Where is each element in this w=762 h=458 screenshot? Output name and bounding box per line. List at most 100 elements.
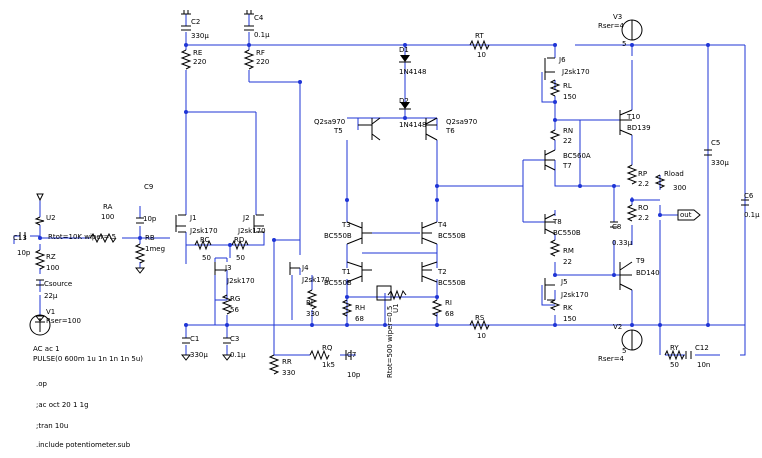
rp-name: RP (638, 170, 647, 178)
potentiometers (34, 216, 392, 301)
ry-name: RY (670, 344, 679, 352)
source-line-1: AC ac 1 (33, 345, 60, 353)
directive-include: .include potentiometer.sub (36, 441, 131, 449)
d2-value: 1N4148 (399, 121, 427, 129)
j4-value: J2sk170 (301, 276, 330, 284)
csource-value: 22µ (44, 292, 58, 300)
t7-part: BC560A (563, 152, 591, 160)
wires (13, 14, 746, 356)
t8-name: T8 (552, 218, 562, 226)
c5-name: C5 (711, 139, 720, 147)
c3-value: 0.1µ (230, 351, 246, 359)
rd-value: 50 (236, 254, 245, 262)
rq-value: 1k5 (322, 361, 335, 369)
rf-name: RF (256, 49, 265, 57)
rb-name: RB (145, 234, 155, 242)
rq-name: RQ (322, 344, 333, 352)
j6-value: J2sk170 (561, 68, 590, 76)
rg-value: 56 (230, 306, 239, 314)
c2-value: 330µ (191, 32, 209, 40)
t9-name: T9 (635, 257, 645, 265)
t1-name: T1 (341, 268, 351, 276)
junctions (38, 43, 710, 327)
t2-value: BC550B (438, 279, 466, 287)
ground-symbols (34, 10, 254, 361)
t2-name: T2 (437, 268, 447, 276)
rn-name: RN (563, 127, 573, 135)
rp-value: 2.2 (638, 180, 649, 188)
v2-name: V2 (613, 323, 622, 331)
csource-name: Csource (44, 280, 72, 288)
rload-name: Rload (664, 170, 684, 178)
v3-pin: 5 (622, 40, 626, 48)
u2-name: U2 (46, 214, 56, 222)
c13-name: C13 (13, 234, 27, 242)
j1-name: J1 (189, 214, 197, 222)
c7-value: 10p (347, 371, 361, 379)
rg-name: RG (230, 295, 240, 303)
t5-part: Q2sa970 (314, 118, 345, 126)
u1-value: Rtot=500 wiper=0.5 (386, 306, 394, 378)
rz-name: RZ (46, 253, 56, 261)
transistors (346, 109, 633, 291)
v3-value: Rser=4 (598, 22, 625, 30)
t10-name: T10 (626, 113, 640, 121)
c6-name: C6 (744, 192, 754, 200)
source-arrow (36, 193, 44, 202)
voltage-sources (29, 19, 643, 351)
rb-value: 1meg (145, 245, 165, 253)
u1-name: U1 (392, 303, 400, 313)
d2-name: D2 (399, 97, 409, 105)
source-line-2: PULSE(0 600m 1u 1n 1n 1n 5u) (33, 355, 143, 363)
j1-value: J2sk170 (189, 227, 218, 235)
v2-pin: 5 (622, 347, 626, 355)
ri-name: RI (445, 299, 452, 307)
rr-name: RR (282, 358, 292, 366)
j2-name: J2 (242, 214, 250, 222)
re-value: 220 (193, 58, 206, 66)
t5-name: T5 (333, 127, 343, 135)
j5-name: J5 (560, 278, 568, 286)
rc-value: 50 (202, 254, 211, 262)
rh-value: 68 (355, 315, 364, 323)
rc-name: RC (200, 236, 210, 244)
c8-value: 0.33µ (612, 239, 633, 247)
rs-name: RS (475, 314, 485, 322)
c7-name: C7 (347, 351, 356, 359)
c2-name: C2 (191, 18, 200, 26)
rl-value: 150 (563, 93, 576, 101)
c6-value: 0.1µ (744, 211, 760, 219)
rl-name: RL (563, 82, 572, 90)
c1-name: C1 (190, 335, 199, 343)
rf-value: 220 (256, 58, 269, 66)
ro-value: 2.2 (638, 214, 649, 222)
rn-value: 22 (563, 137, 572, 145)
rz-value: 100 (46, 264, 59, 272)
rk-name: RK (563, 304, 573, 312)
d1-value: 1N4148 (399, 68, 427, 76)
t3-name: T3 (341, 221, 351, 229)
j3-name: J3 (224, 264, 232, 272)
c1-value: 330µ (190, 351, 208, 359)
resistors (34, 39, 685, 375)
rd-name: RD (234, 236, 244, 244)
rm-value: 22 (563, 258, 572, 266)
rj-name: RJ (306, 299, 313, 307)
j6-name: J6 (558, 56, 566, 64)
c13-value: 10p (17, 249, 31, 257)
v1-name: V1 (46, 308, 55, 316)
out-netlabel-flag (677, 209, 701, 221)
directive-op: .op (36, 380, 48, 388)
c12-value: 10n (697, 361, 710, 369)
rs-value: 10 (477, 332, 486, 340)
component-labels: C2 330µ C4 0.1µ RE 220 RF 220 D1 1N4148 … (13, 13, 760, 379)
rt-value: 10 (477, 51, 486, 59)
t4-name: T4 (437, 221, 447, 229)
c4-name: C4 (254, 14, 264, 22)
d1-name: D1 (399, 46, 409, 54)
t1-value: BC550B (324, 279, 352, 287)
out-netlabel: out (680, 211, 692, 219)
rh-name: RH (355, 304, 365, 312)
c5-value: 330µ (711, 159, 729, 167)
